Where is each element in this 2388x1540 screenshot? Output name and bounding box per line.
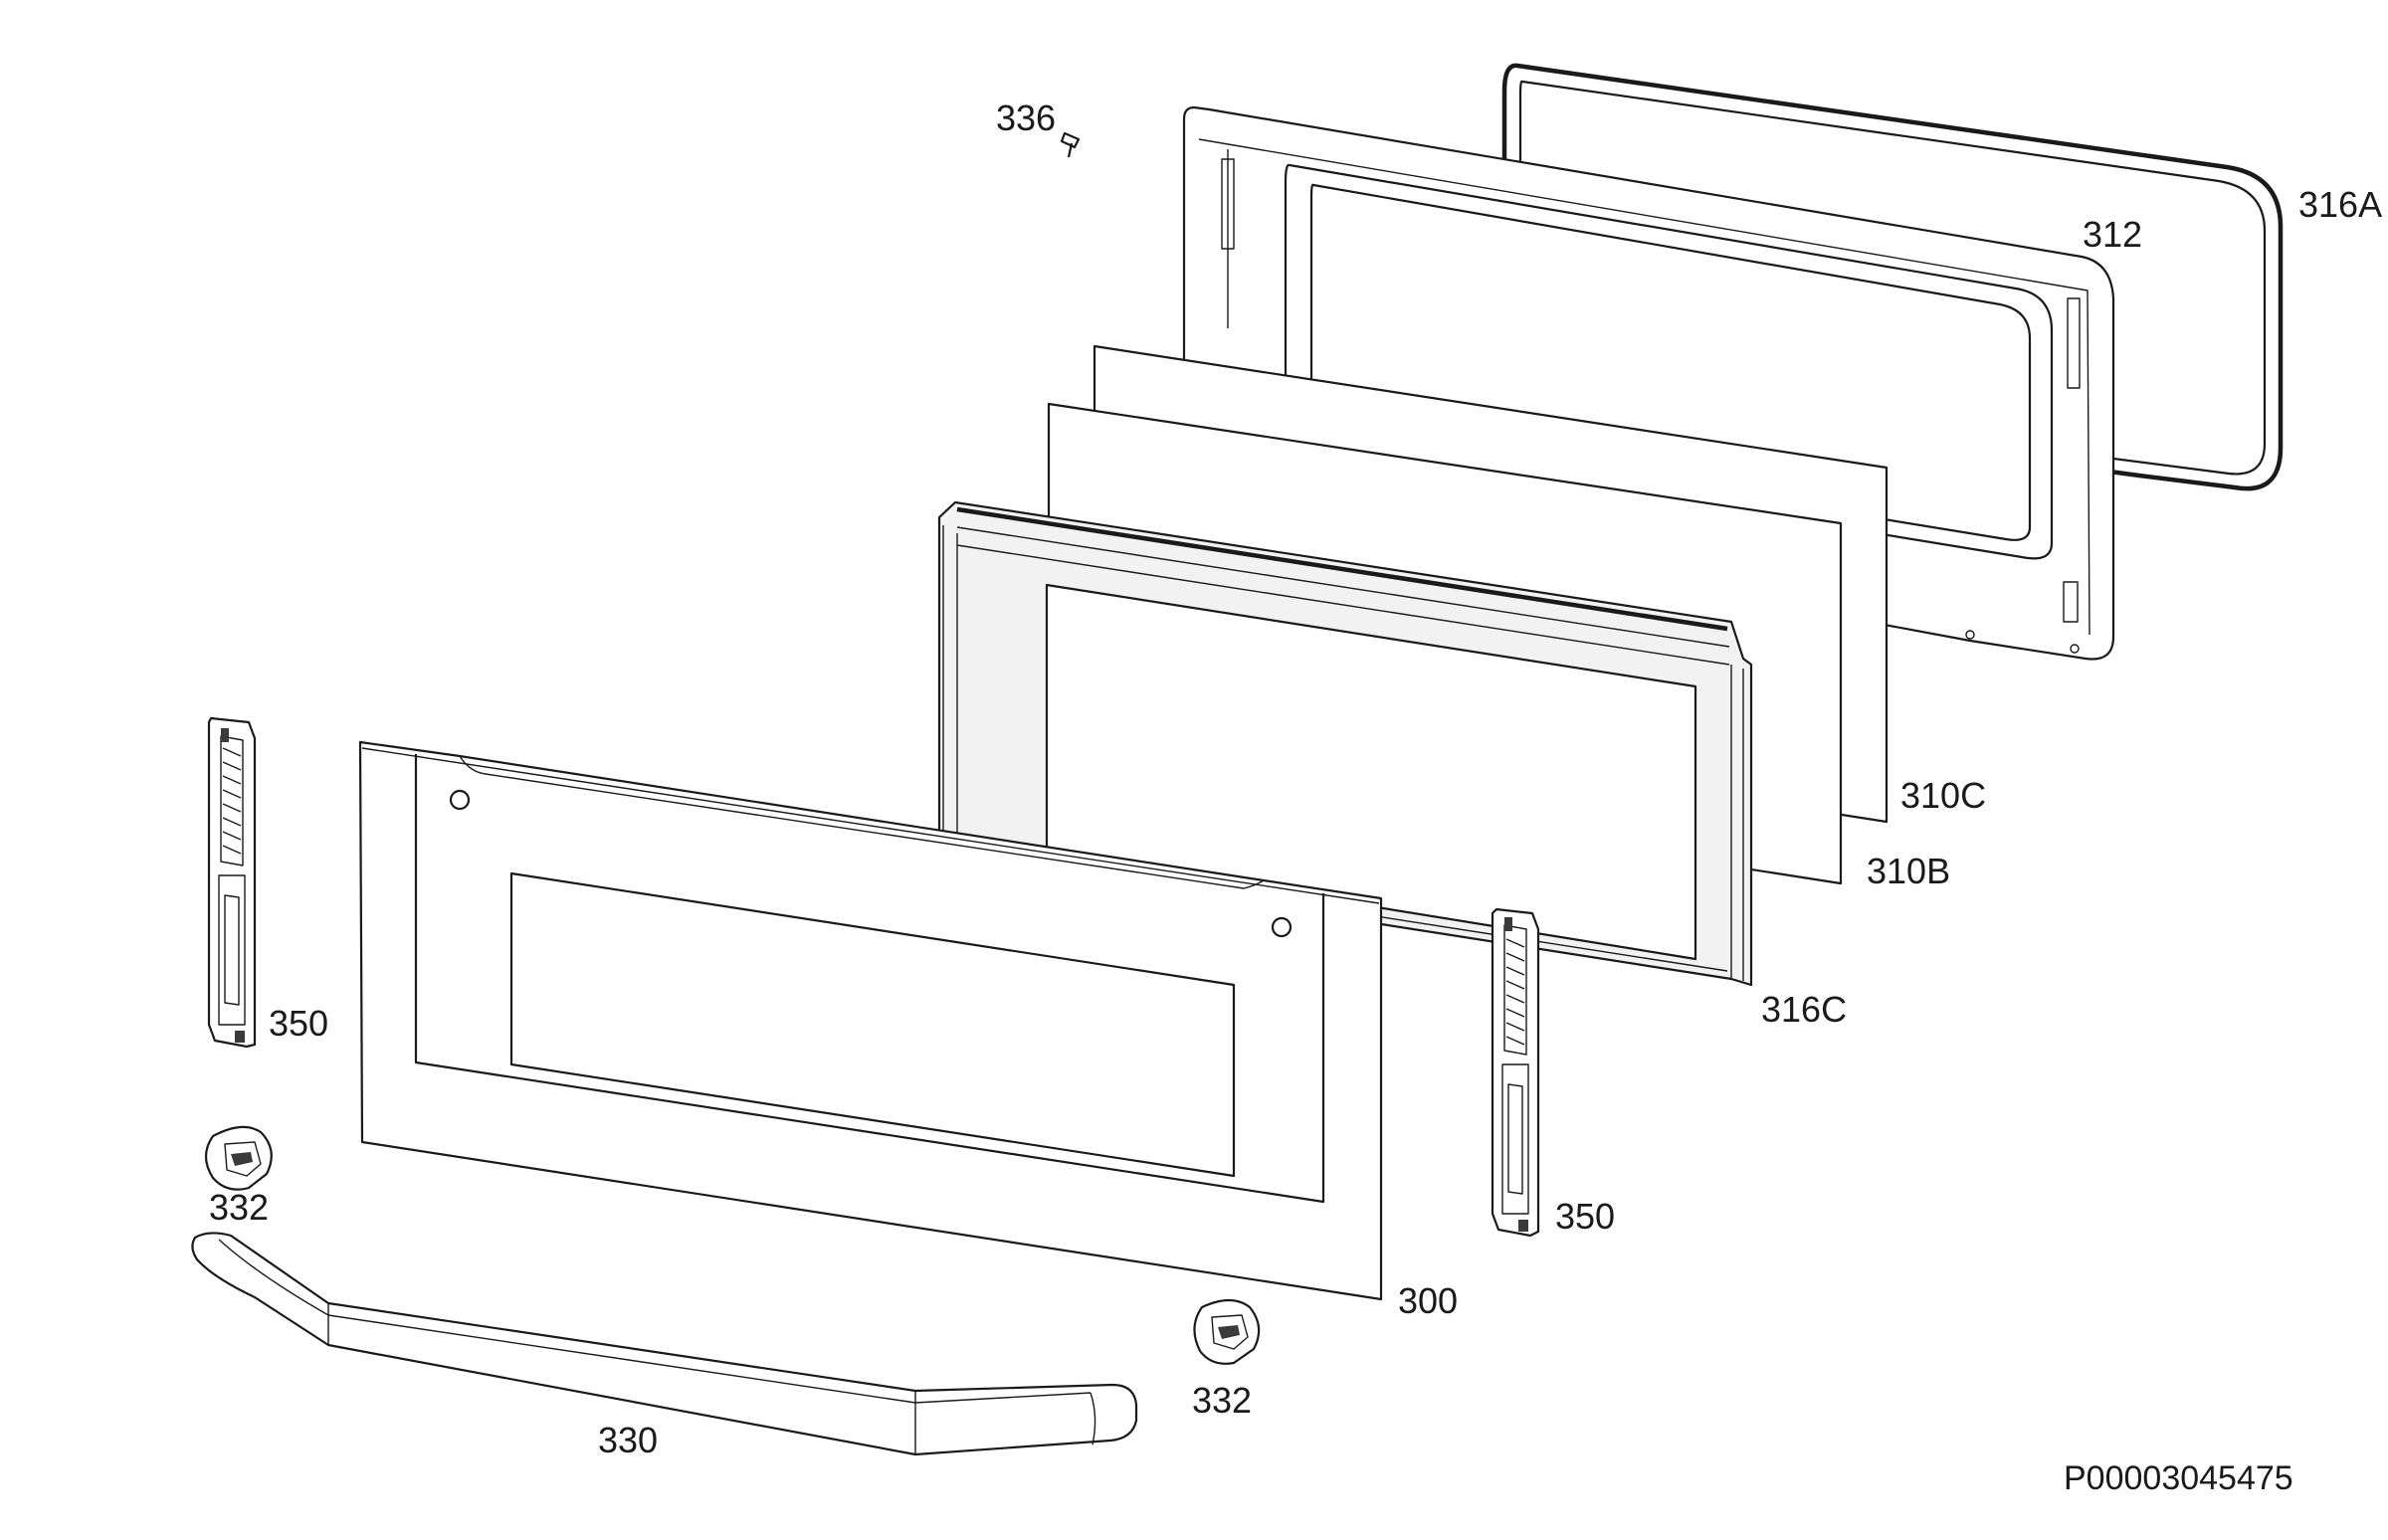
- part-332-end-cap-left: [204, 1125, 273, 1191]
- part-300-outer-door-glass: [358, 740, 1383, 1301]
- label-310b: 310B: [1867, 851, 1950, 891]
- label-332-left: 332: [209, 1187, 269, 1228]
- label-350-left: 350: [269, 1003, 328, 1044]
- label-332-right: 332: [1192, 1380, 1252, 1421]
- part-labels: 336 316A 312 310C 310B 316C 350 350 332 …: [209, 97, 2382, 1497]
- part-336-screw: [1060, 131, 1081, 158]
- label-312: 312: [2083, 214, 2142, 255]
- part-332-end-cap-right: [1193, 1298, 1261, 1365]
- label-316c: 316C: [1761, 989, 1847, 1030]
- label-330: 330: [598, 1420, 658, 1460]
- label-310c: 310C: [1900, 775, 1986, 816]
- part-330-door-handle: [191, 1232, 1138, 1456]
- part-350-hinge-right: [1491, 907, 1540, 1238]
- part-350-hinge-left: [207, 716, 257, 1049]
- drawing-code: P00003045475: [2064, 1459, 2293, 1497]
- label-316a: 316A: [2298, 184, 2382, 225]
- label-336: 336: [996, 97, 1056, 138]
- label-300: 300: [1398, 1280, 1458, 1321]
- label-350-right: 350: [1555, 1196, 1615, 1237]
